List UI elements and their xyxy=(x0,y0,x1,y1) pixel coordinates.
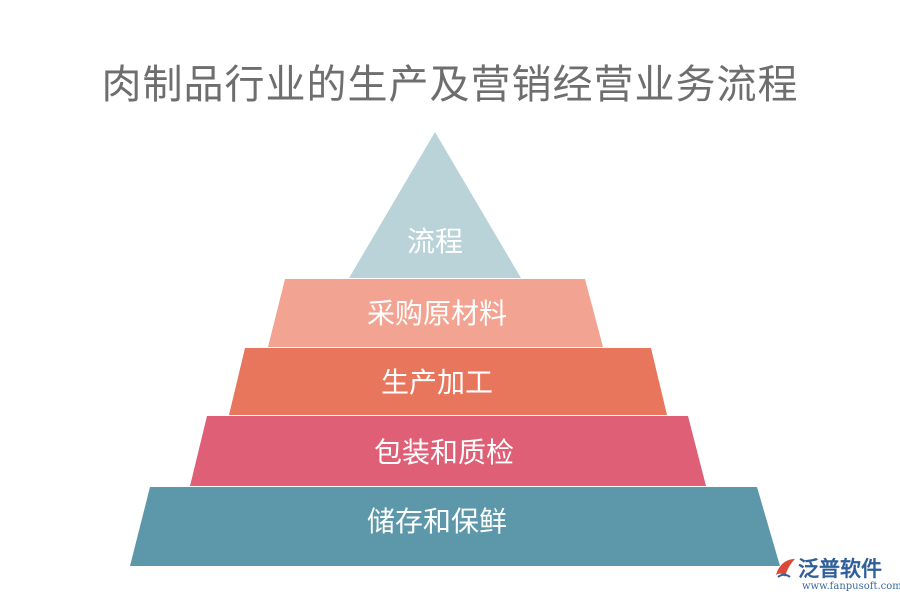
pyramid-level-production: 生产加工 xyxy=(229,348,667,415)
pyramid-level-label: 储存和保鲜 xyxy=(367,505,507,538)
pyramid-level-process: 流程 xyxy=(349,132,521,278)
fanpu-logo: 泛普软件 www.fanpusoft.com xyxy=(770,553,900,600)
logo-name: 泛普软件 xyxy=(798,557,882,581)
pyramid-level-label: 流程 xyxy=(407,225,463,258)
pyramid-level-shape xyxy=(229,348,667,415)
pyramid-level-shape xyxy=(190,416,706,486)
pyramid-level-purchase: 采购原材料 xyxy=(268,279,603,347)
pyramid-level-label: 采购原材料 xyxy=(367,297,507,330)
pyramid-level-storage: 储存和保鲜 xyxy=(130,487,780,566)
page-title: 肉制品行业的生产及营销经营业务流程 xyxy=(101,62,799,108)
pyramid-level-packaging: 包装和质检 xyxy=(190,416,706,486)
pyramid-level-label: 包装和质检 xyxy=(374,436,514,469)
fanpu-logo-icon xyxy=(776,559,795,578)
pyramid-level-shape xyxy=(349,132,521,278)
logo-url: www.fanpusoft.com xyxy=(802,581,900,592)
pyramid-level-label: 生产加工 xyxy=(381,366,493,399)
pyramid-level-shape xyxy=(268,279,603,347)
pyramid-level-shape xyxy=(130,487,780,566)
